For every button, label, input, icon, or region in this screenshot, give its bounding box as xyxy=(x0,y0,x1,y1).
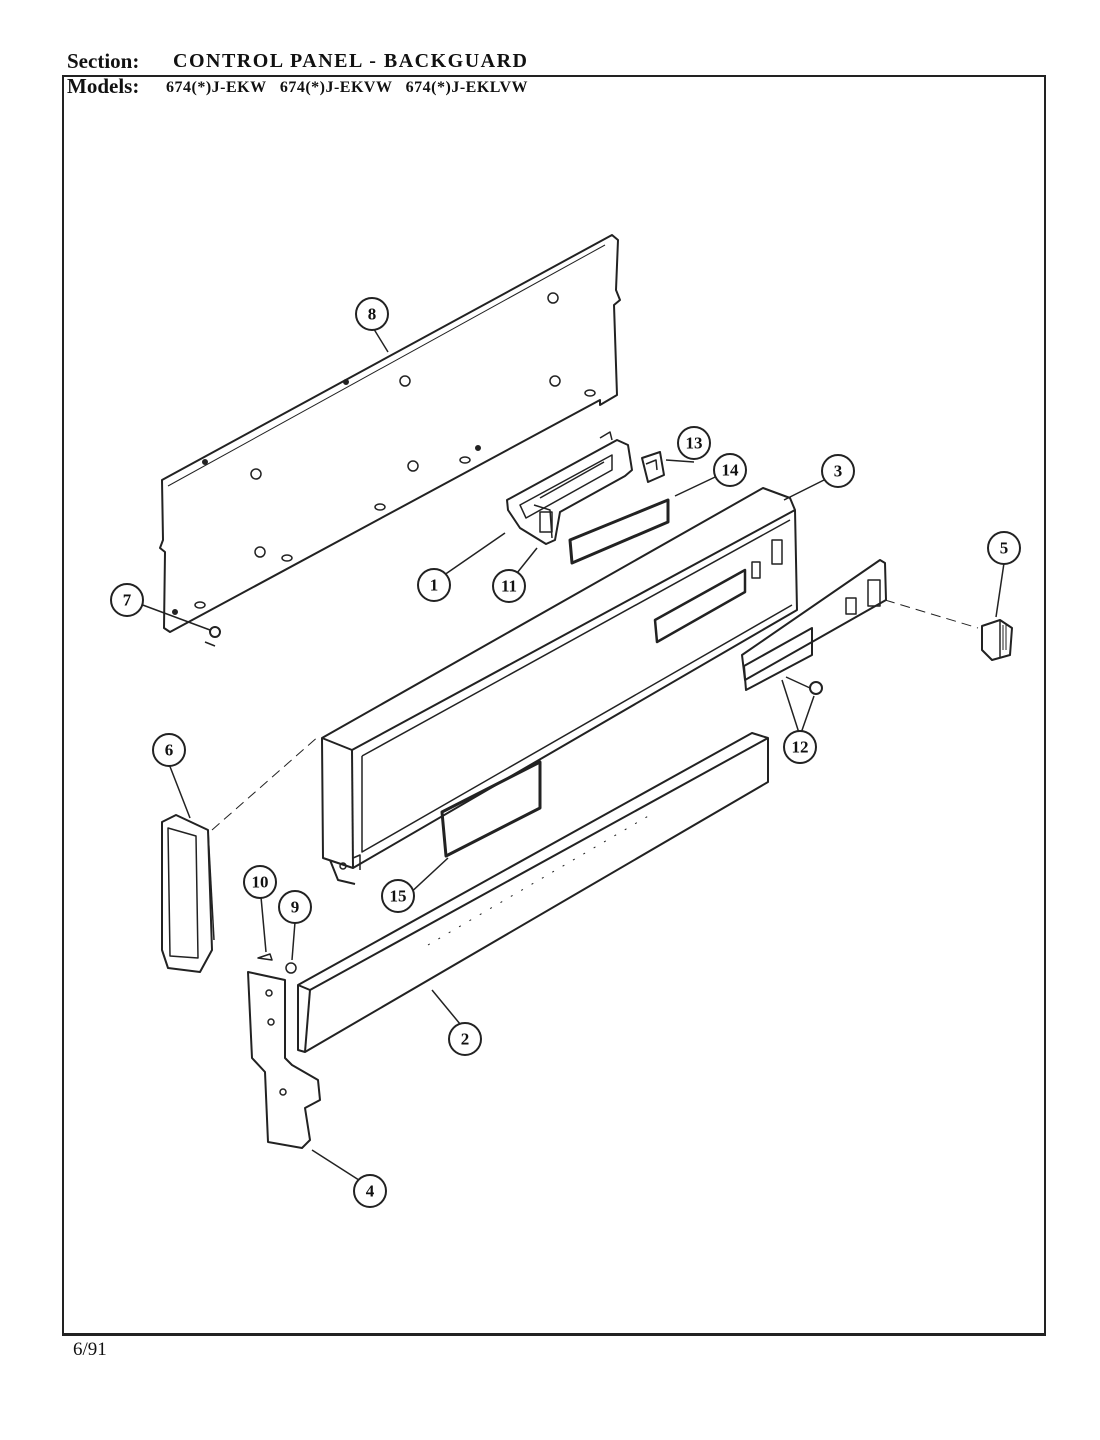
callout-11 xyxy=(492,569,526,603)
callout-4 xyxy=(353,1174,387,1208)
control-panel-part-3 xyxy=(321,487,798,885)
callout-13-label: 13 xyxy=(686,434,703,453)
callout-6-label: 6 xyxy=(165,741,174,760)
revision-date: 6/91 xyxy=(73,1339,107,1360)
models-label: Models: xyxy=(67,74,140,98)
section-title: CONTROL PANEL - BACKGUARD xyxy=(173,50,529,72)
callout-14 xyxy=(713,453,747,487)
end-cap-part-6 xyxy=(161,734,321,973)
callout-2 xyxy=(448,1022,482,1056)
lens-part-15 xyxy=(440,760,542,858)
callout-12 xyxy=(783,730,817,764)
switch-part-13 xyxy=(641,451,665,483)
clip-part-5 xyxy=(981,619,1013,661)
callout-15 xyxy=(381,879,415,913)
callout-10 xyxy=(243,865,277,899)
callout-1-label: 1 xyxy=(430,576,439,595)
models-list: 674(*)J-EKW 674(*)J-EKVW 674(*)J-EKLVW xyxy=(166,79,529,96)
callout-4-label: 4 xyxy=(366,1182,375,1201)
callout-9 xyxy=(278,890,312,924)
nut-part-7 xyxy=(204,626,221,647)
callout-15-label: 15 xyxy=(390,887,407,906)
callout-8 xyxy=(355,297,389,331)
callout-14-label: 14 xyxy=(722,461,740,480)
callout-2-label: 2 xyxy=(461,1030,470,1049)
footer-divider xyxy=(62,1334,1046,1336)
callout-3-label: 3 xyxy=(834,462,843,481)
callout-7-label: 7 xyxy=(123,591,132,610)
callout-10-label: 10 xyxy=(252,873,269,892)
lower-trim-part-2 xyxy=(297,732,769,1053)
control-bracket-part-1 xyxy=(506,431,633,545)
callout-6 xyxy=(152,733,186,767)
overlay-panel xyxy=(741,559,979,691)
callout-11-label: 11 xyxy=(501,577,517,596)
callout-12-label: 12 xyxy=(792,738,809,757)
callout-13 xyxy=(677,426,711,460)
callout-8-label: 8 xyxy=(368,305,377,324)
callout-3 xyxy=(821,454,855,488)
bracket-part-4 xyxy=(247,971,321,1149)
screw-part-12 xyxy=(785,676,823,695)
rear-panel-part-8 xyxy=(159,234,621,633)
screw-part-10 xyxy=(257,953,273,961)
callout-7 xyxy=(110,583,144,617)
callout-5-label: 5 xyxy=(1000,539,1009,558)
callout-1 xyxy=(417,568,451,602)
lens-part-14 xyxy=(568,498,670,565)
section-label: Section: xyxy=(67,49,140,73)
callout-5 xyxy=(987,531,1021,565)
leader-lines xyxy=(139,325,1005,1183)
callout-9-label: 9 xyxy=(291,898,300,917)
screw-part-9 xyxy=(285,962,297,974)
